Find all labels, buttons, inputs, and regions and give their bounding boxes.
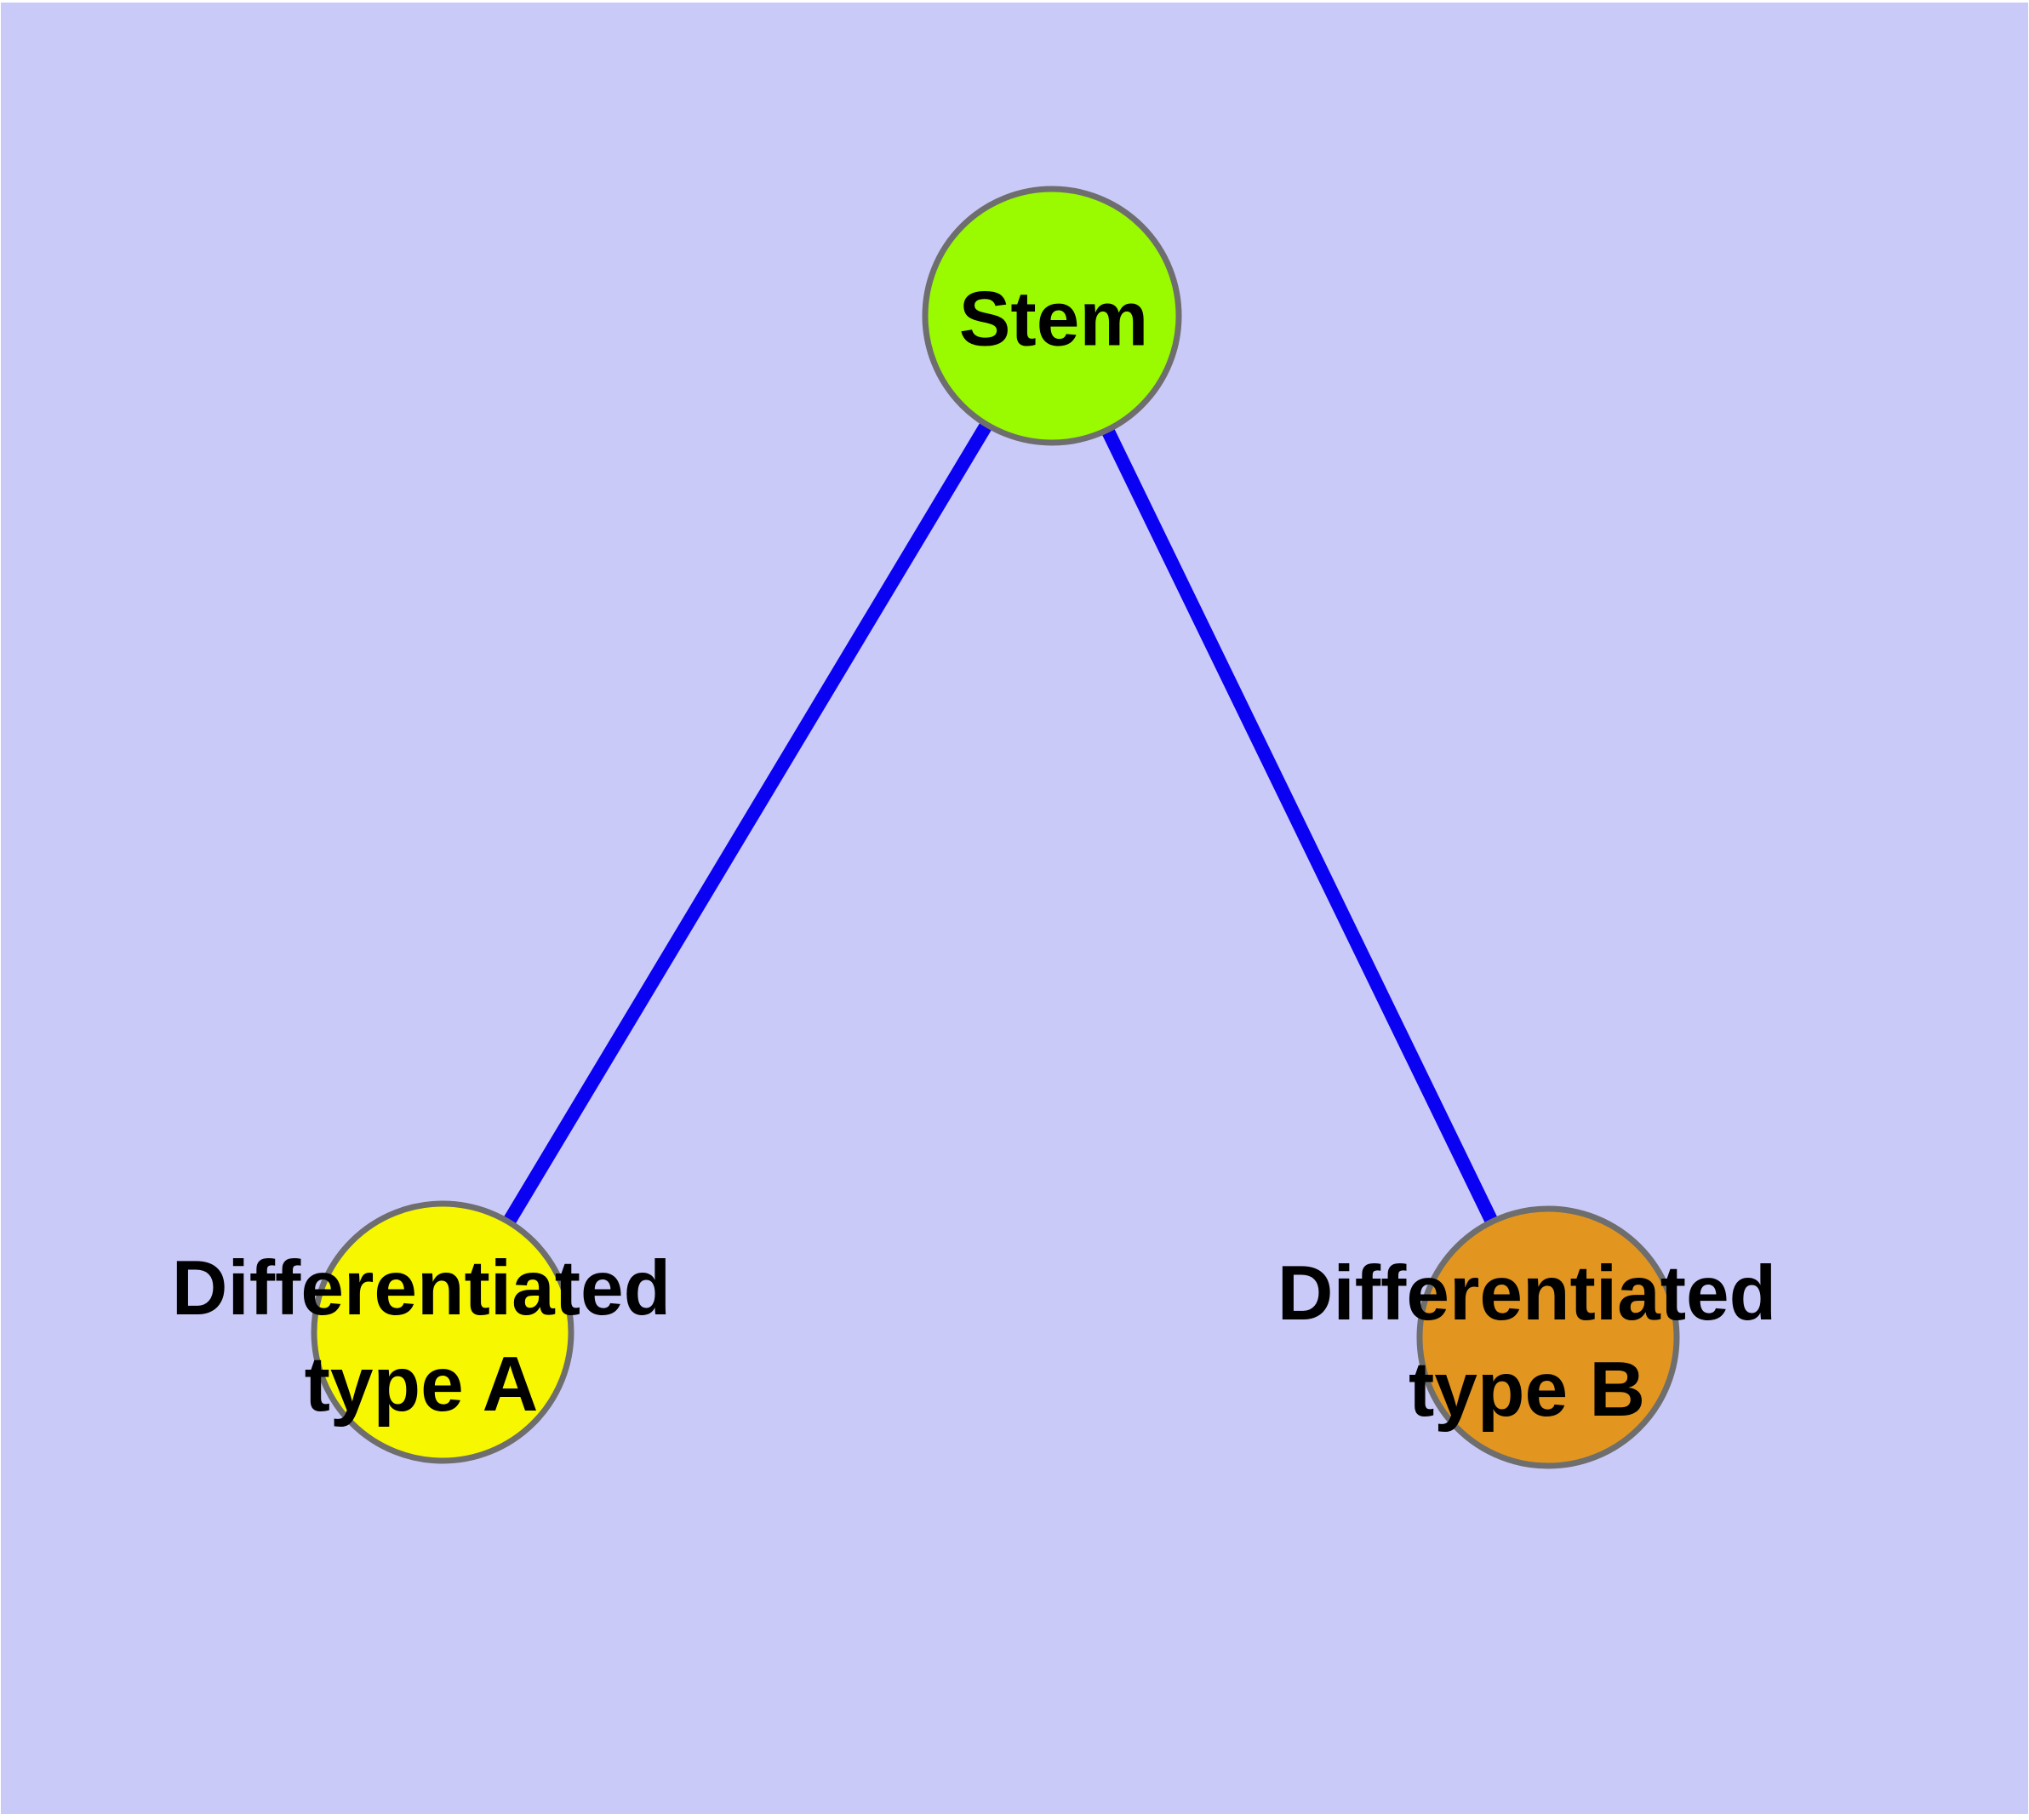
node-label-a-line2: type A: [304, 1342, 539, 1428]
node-label-b-line1: Differentiated: [1277, 1251, 1777, 1336]
node-label-stem: Stem: [959, 272, 1149, 368]
node-label-b-line2: type B: [1408, 1347, 1646, 1433]
edge-stem-to-diff-b: [1045, 312, 1555, 1341]
node-label-stem-text: Stem: [958, 276, 1149, 363]
node-label-differentiated-type-a: Differentiated type A: [172, 1240, 672, 1433]
node-label-a-line1: Differentiated: [171, 1245, 672, 1331]
edge-stem-to-diff-a: [437, 312, 1058, 1336]
node-label-differentiated-type-b: Differentiated type B: [1277, 1245, 1777, 1438]
node-stem-circle: [922, 186, 1182, 446]
node-diff-a-circle: [311, 1200, 574, 1464]
node-diff-b-circle: [1416, 1205, 1680, 1469]
